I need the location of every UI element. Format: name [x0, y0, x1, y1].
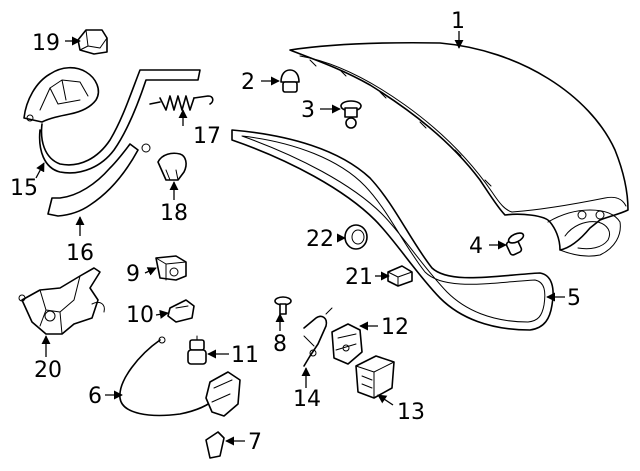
callout-22: 22 [306, 227, 334, 252]
callout-labels: 1 2 3 4 5 6 7 8 9 10 11 12 13 14 15 16 1… [10, 9, 581, 455]
strap-16 [47, 143, 151, 217]
callout-17: 17 [193, 124, 221, 149]
part-19 [77, 29, 108, 55]
cable-6 [119, 336, 241, 417]
clip-2 [280, 69, 300, 93]
bumper-3 [340, 100, 362, 129]
callout-7: 7 [248, 430, 262, 455]
trunk-lid [289, 41, 629, 257]
leader-lines [35, 31, 565, 446]
switch-13 [355, 355, 395, 399]
callout-18: 18 [160, 201, 188, 226]
callout-3: 3 [301, 98, 315, 123]
callout-14: 14 [293, 387, 321, 412]
stop-4 [505, 232, 525, 256]
part-7 [205, 431, 225, 459]
latch-assembly-20 [18, 267, 105, 335]
callout-16: 16 [66, 241, 94, 266]
part-18 [157, 152, 187, 181]
spring-17 [149, 95, 214, 111]
callout-13: 13 [397, 400, 425, 425]
part-10 [167, 299, 195, 323]
callout-12: 12 [381, 315, 409, 340]
rod-14 [303, 307, 333, 367]
callout-21: 21 [345, 265, 373, 290]
callout-10: 10 [126, 303, 154, 328]
callout-5: 5 [567, 286, 581, 311]
callout-6: 6 [88, 384, 102, 409]
callout-1: 1 [451, 9, 465, 34]
callout-11: 11 [231, 343, 259, 368]
hinge-15 [23, 66, 201, 174]
callout-2: 2 [241, 70, 255, 95]
grommet-22 [344, 224, 368, 250]
callout-20: 20 [34, 358, 62, 383]
weatherstrip-seal [231, 129, 554, 331]
callout-19: 19 [32, 31, 60, 56]
bracket-21 [387, 265, 413, 287]
callout-4: 4 [469, 234, 483, 259]
callout-9: 9 [126, 262, 140, 287]
bolt-8 [274, 296, 292, 315]
callout-8: 8 [273, 332, 287, 357]
callout-15: 15 [10, 176, 38, 201]
lock-12 [331, 323, 363, 365]
part-11 [187, 335, 207, 365]
actuator-9 [155, 255, 187, 281]
